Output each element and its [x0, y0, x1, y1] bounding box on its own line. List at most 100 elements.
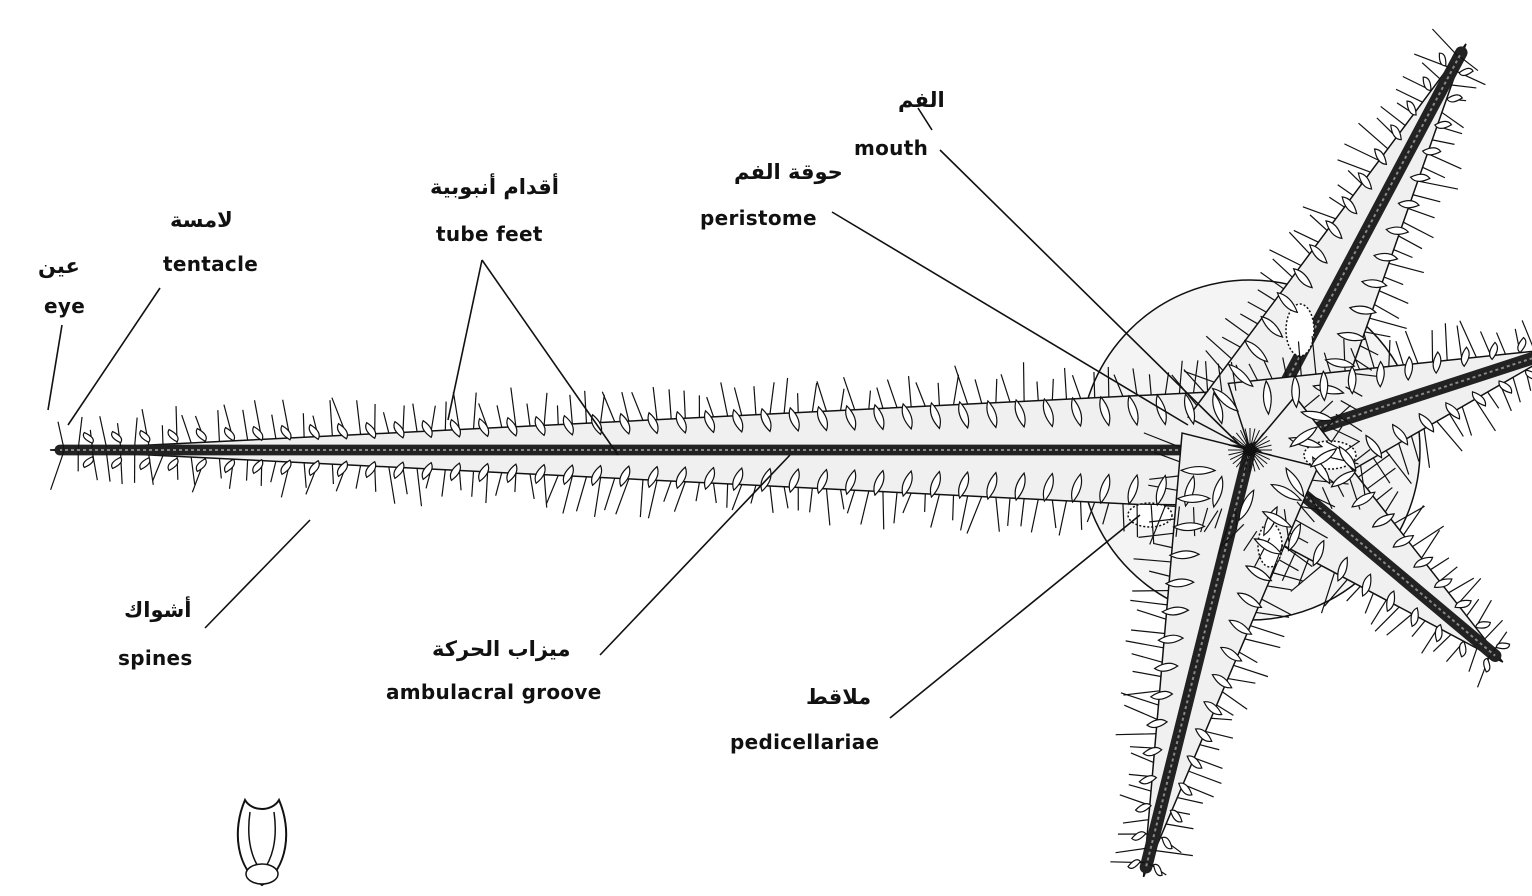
tube-foot — [1179, 783, 1192, 795]
spine — [1370, 318, 1407, 328]
tube-foot — [1459, 68, 1473, 75]
tube-foot — [1460, 641, 1466, 656]
spine — [1121, 693, 1159, 705]
tube-foot — [196, 459, 206, 472]
tube-foot — [83, 433, 93, 444]
spine — [784, 487, 788, 509]
pedicellaria-cluster — [1286, 304, 1314, 356]
spine — [1497, 333, 1506, 355]
spine — [1384, 277, 1403, 284]
spine — [996, 379, 997, 403]
spine — [332, 464, 333, 484]
spine — [497, 405, 502, 427]
spine — [770, 382, 774, 414]
tube-foot — [112, 457, 122, 468]
spine — [894, 492, 897, 523]
spine — [684, 391, 685, 419]
mouth-label-ar: الفم — [898, 88, 945, 112]
spine — [632, 392, 643, 420]
spine — [714, 483, 717, 503]
spine — [383, 412, 388, 433]
spine — [669, 389, 671, 419]
spine — [1137, 610, 1166, 619]
spine — [721, 382, 728, 416]
tube-foot — [1499, 381, 1512, 393]
spine — [903, 493, 911, 513]
spine — [576, 477, 586, 512]
spine — [135, 418, 137, 446]
spine — [162, 425, 163, 444]
spine — [1250, 626, 1284, 637]
spine — [442, 470, 445, 497]
spine — [1211, 718, 1232, 720]
tentacle-label-en: tentacle — [163, 252, 258, 276]
mouth — [1244, 444, 1256, 456]
spine — [861, 491, 869, 525]
tube-foot — [83, 457, 93, 468]
spine — [330, 400, 332, 436]
spine — [696, 482, 699, 501]
spine — [1412, 526, 1443, 546]
tentacle-label-ar: لامسة — [170, 208, 233, 232]
spine — [1021, 499, 1024, 527]
spine — [413, 404, 417, 432]
peristome-label-ar: حوقة الفم — [734, 160, 843, 184]
ambulacral-groove-label-en: ambulacral groove — [386, 680, 602, 704]
tube-foot — [1162, 837, 1172, 848]
spine — [1228, 679, 1255, 684]
spine — [1457, 326, 1462, 359]
spine — [1365, 593, 1373, 613]
spine — [304, 463, 306, 488]
spine — [1289, 232, 1309, 254]
tube-foot — [140, 458, 150, 470]
spine — [1236, 509, 1237, 530]
tube-foot — [225, 428, 235, 441]
spine — [784, 378, 787, 413]
tube-foot — [1407, 101, 1416, 115]
ambulacral-groove-label-ar: ميزاب الحركة — [432, 637, 570, 661]
spine — [1126, 641, 1164, 648]
spine — [1081, 502, 1082, 530]
spine — [1344, 144, 1379, 161]
spines-label-ar: أشواك — [124, 598, 191, 622]
leader-tube-feet-1 — [448, 260, 482, 420]
spine — [601, 395, 605, 423]
spine — [812, 383, 816, 412]
spine — [1469, 648, 1477, 671]
leader-eye — [48, 325, 62, 410]
spine — [271, 461, 276, 482]
spine — [1155, 850, 1193, 855]
spine — [303, 413, 304, 437]
spine — [1413, 195, 1440, 202]
spine — [1130, 600, 1167, 605]
spine — [1338, 160, 1371, 172]
tube-foot — [1391, 125, 1401, 140]
spine — [954, 375, 959, 405]
spine — [272, 415, 276, 439]
tube-foot — [1132, 832, 1146, 840]
spine — [530, 474, 534, 499]
spine — [100, 416, 107, 447]
spine — [445, 402, 446, 431]
leader-ambulacral-groove — [600, 455, 790, 655]
spine — [153, 456, 163, 482]
spine — [1379, 291, 1408, 304]
spine — [472, 471, 474, 497]
spine — [357, 400, 361, 434]
spine — [953, 495, 954, 520]
spine — [1200, 745, 1219, 750]
spine — [841, 389, 844, 411]
pedicellariae-label-en: pedicellariae — [730, 730, 879, 754]
tube-feet-label-ar: أقدام أنبوبية — [430, 175, 559, 199]
spine — [967, 497, 982, 534]
spine — [826, 489, 829, 526]
spine — [106, 453, 110, 482]
eye-label-ar: عين — [38, 254, 80, 278]
spine — [1072, 375, 1080, 398]
spine — [243, 410, 248, 440]
mouth-label-en: mouth — [854, 136, 928, 160]
spine — [1129, 785, 1151, 791]
spine — [1405, 331, 1418, 363]
spine — [1132, 654, 1163, 663]
